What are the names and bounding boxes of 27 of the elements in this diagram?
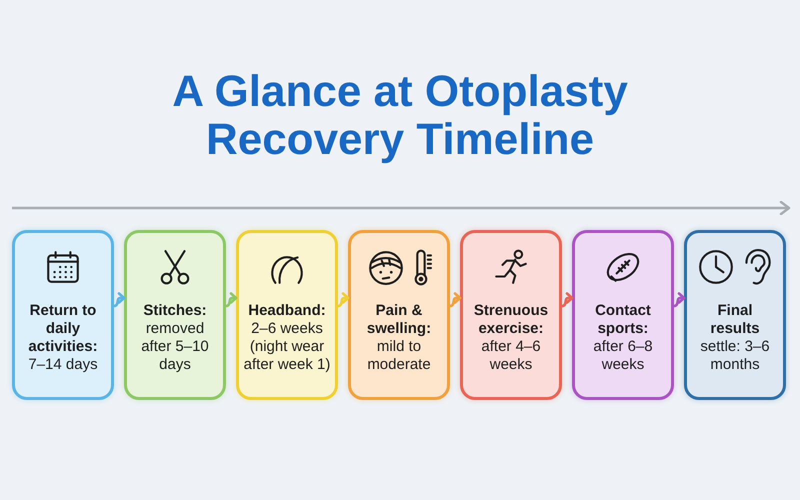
step-detail: after 4–6 weeks [480,338,542,374]
arrow [560,292,574,308]
step-title: Stitches: [142,302,208,320]
step-detail: settle: 3–6 months [699,338,771,374]
step-card [572,230,674,400]
step-detail: removed after 5–10 days [140,320,210,374]
arrow [112,292,126,308]
step-card [460,230,562,400]
arrow [448,292,462,308]
step-card [124,230,226,400]
arrow [224,292,238,308]
step-title: Pain & swelling: [366,302,432,338]
step-detail: 2–6 weeks (night wear after week 1) [243,320,331,374]
step-title: Headband: [247,302,327,320]
step-card [12,230,114,400]
arrow [336,292,350,308]
arrow [672,292,686,308]
step-card [684,230,786,400]
step-title: Strenuous exercise: [472,302,550,338]
step-detail: after 6–8 weeks [592,338,654,374]
step-detail: mild to moderate [366,338,432,374]
step-card [236,230,338,400]
step-card [348,230,450,400]
title: A Glance at Otoplasty Recovery Timeline [171,68,629,164]
step-title: Contact sports: [594,302,652,338]
step-title: Return to daily activities: [27,302,99,356]
step-detail: 7–14 days [27,356,99,374]
